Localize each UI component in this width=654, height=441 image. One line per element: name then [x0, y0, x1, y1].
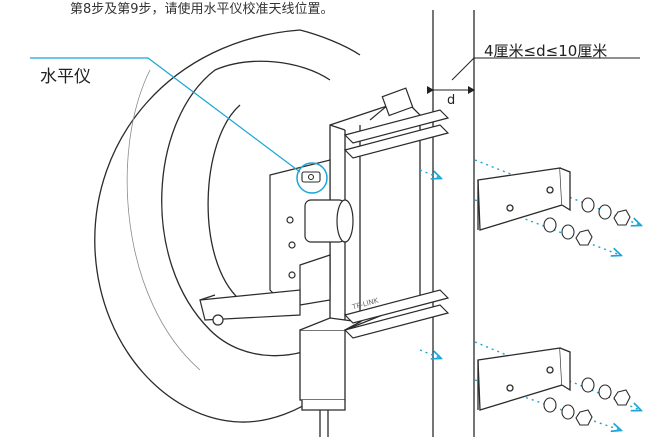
level-leader-line	[30, 57, 301, 173]
level-callout-circle	[296, 162, 328, 194]
level-label: 水平仪	[40, 67, 91, 87]
step-caption: 第8步及第9步，请使用水平仪校准天线位置。	[70, 2, 334, 17]
upper-washers-nuts	[543, 197, 631, 246]
mounting-pole	[432, 10, 475, 437]
mount-bracket	[299, 99, 421, 437]
upper-clamp-rods	[343, 87, 450, 159]
distance-range-label: 4厘米≤d≤10厘米	[484, 42, 608, 60]
lower-washers-nuts	[543, 377, 631, 426]
dish-reflector	[94, 29, 361, 423]
distance-symbol: d	[447, 93, 456, 108]
lower-clamp-rods	[199, 289, 450, 339]
lower-clamp-plate	[477, 347, 571, 411]
spirit-level-icon	[301, 171, 321, 183]
distance-dimension	[427, 57, 640, 94]
feed-assembly	[269, 159, 354, 306]
dish-rim	[126, 69, 201, 371]
upper-clamp-plate	[477, 167, 571, 231]
